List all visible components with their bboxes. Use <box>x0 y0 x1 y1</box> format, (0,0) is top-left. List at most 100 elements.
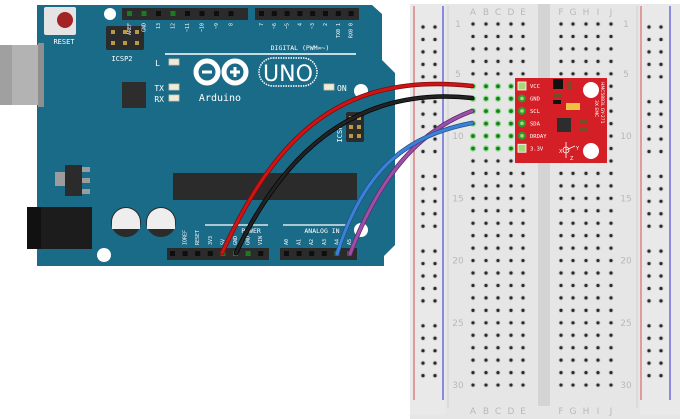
breadboard-hole-center <box>471 371 475 375</box>
breadboard-hole-center <box>484 34 488 39</box>
power-pin[interactable] <box>195 251 201 256</box>
breadboard-hole-center <box>521 196 525 200</box>
power-pin[interactable] <box>182 251 188 256</box>
digital-pin[interactable] <box>297 11 303 16</box>
module-resistor <box>553 94 561 98</box>
led-on <box>323 83 335 91</box>
digital-pin[interactable] <box>199 11 205 16</box>
breadboard-hole-center <box>609 34 613 39</box>
breadboard-hole-center <box>496 371 500 375</box>
center-channel-lower <box>538 160 550 406</box>
axis-z-label: Z <box>570 156 574 162</box>
wire-gnd-gnd[interactable] <box>234 95 474 255</box>
analog-header <box>280 248 357 260</box>
analog-header-label: ANALOG IN <box>304 227 339 235</box>
rail-hole-center <box>659 62 663 66</box>
digital-pin-label: RX0 0 <box>349 23 355 38</box>
breadboard-hole-center <box>471 221 475 225</box>
wire-a4-sda[interactable] <box>335 121 474 256</box>
digital-header-right <box>255 8 359 20</box>
breadboard-hole-center <box>521 371 525 375</box>
breadboard-hole-center <box>509 296 513 300</box>
rail-hole-center <box>421 25 425 29</box>
digital-pin-label: ~5 <box>285 23 291 29</box>
breadboard-hole-center <box>609 122 613 126</box>
analog-pin[interactable] <box>296 251 302 256</box>
digital-pin[interactable] <box>185 11 190 16</box>
breadboard: A B C D E F G H I J A B C D E F G H I J … <box>410 4 680 419</box>
breadboard-hole-center <box>509 221 513 225</box>
regulator-leg <box>82 167 90 172</box>
module-pin[interactable] <box>517 81 527 91</box>
column-label-e-bottom: E <box>520 407 526 417</box>
regulator-tab <box>55 172 65 186</box>
power-pin[interactable] <box>245 251 251 256</box>
digital-pin[interactable] <box>323 11 328 16</box>
breadboard-hole-center <box>471 333 475 337</box>
breadboard-hole-center <box>484 72 488 76</box>
breadboard-hole-center <box>509 22 513 26</box>
breadboard-hole-center <box>509 308 513 312</box>
breadboard-hole-center <box>571 346 575 350</box>
breadboard-hole-center <box>509 346 513 350</box>
wire-a5-scl[interactable] <box>348 109 474 256</box>
breadboard-hole-center <box>571 34 575 39</box>
breadboard-hole-center <box>596 34 600 39</box>
rail-hole-center <box>421 50 425 54</box>
digital-pin[interactable] <box>348 11 354 16</box>
breadboard-hole-center <box>496 333 500 337</box>
power-pin[interactable] <box>170 251 175 256</box>
breadboard-hole-center <box>559 308 563 312</box>
digital-pin[interactable] <box>271 11 277 16</box>
power-pin[interactable] <box>258 251 264 256</box>
digital-pin[interactable] <box>284 11 290 16</box>
digital-pin[interactable] <box>335 11 341 16</box>
breadboard-hole-center <box>559 221 563 225</box>
uno-badge <box>258 57 318 87</box>
breadboard-hole-center <box>484 246 488 250</box>
breadboard-hole-center <box>596 333 600 337</box>
digital-pin[interactable] <box>141 11 147 16</box>
breadboard-hole-center <box>471 234 475 238</box>
analog-pin[interactable] <box>309 251 315 256</box>
analog-pin[interactable] <box>284 251 289 256</box>
digital-pin[interactable] <box>310 11 316 16</box>
analog-pin[interactable] <box>321 251 327 256</box>
row-label: 30 <box>452 381 464 391</box>
digital-pin[interactable] <box>259 11 264 16</box>
breadboard-hole-center <box>571 258 575 263</box>
digital-pin[interactable] <box>170 11 176 16</box>
breadboard-hole-center <box>471 283 475 288</box>
rail-hole-center <box>647 212 651 216</box>
rail-hole-center <box>647 112 651 116</box>
breadboard-hole-center <box>584 59 588 63</box>
rail-hole-center <box>421 361 425 365</box>
column-label-h: H <box>583 8 590 18</box>
power-pin[interactable] <box>207 251 213 256</box>
reset-button[interactable] <box>57 12 73 28</box>
breadboard-hole-center <box>509 171 513 175</box>
breadboard-hole-center <box>509 34 513 39</box>
module-pin[interactable] <box>517 143 527 153</box>
digital-pin-label: 2 <box>323 23 329 26</box>
breadboard-hole-center <box>521 34 525 39</box>
breadboard-hole-center <box>609 283 613 288</box>
breadboard-hole-center <box>609 271 613 275</box>
digital-pin[interactable] <box>228 11 234 16</box>
breadboard-hole-center <box>496 171 500 175</box>
digital-pin[interactable] <box>127 11 132 16</box>
rail-hole-center <box>421 336 425 340</box>
breadboard-hole-center <box>484 196 488 200</box>
digital-pin[interactable] <box>156 11 161 16</box>
breadboard-hole-center <box>484 109 488 114</box>
column-label-c: C <box>495 8 501 18</box>
rail-hole-center <box>647 261 651 266</box>
breadboard-hole-center <box>584 333 588 337</box>
axis-y-arrow <box>565 145 576 151</box>
wire-5v-vcc[interactable] <box>220 82 474 255</box>
logo-plus-v <box>233 67 237 77</box>
digital-pin[interactable] <box>214 11 219 16</box>
rail-hole-center <box>647 149 651 154</box>
breadboard-hole-center <box>609 258 613 263</box>
breadboard-hole-center <box>484 321 488 325</box>
